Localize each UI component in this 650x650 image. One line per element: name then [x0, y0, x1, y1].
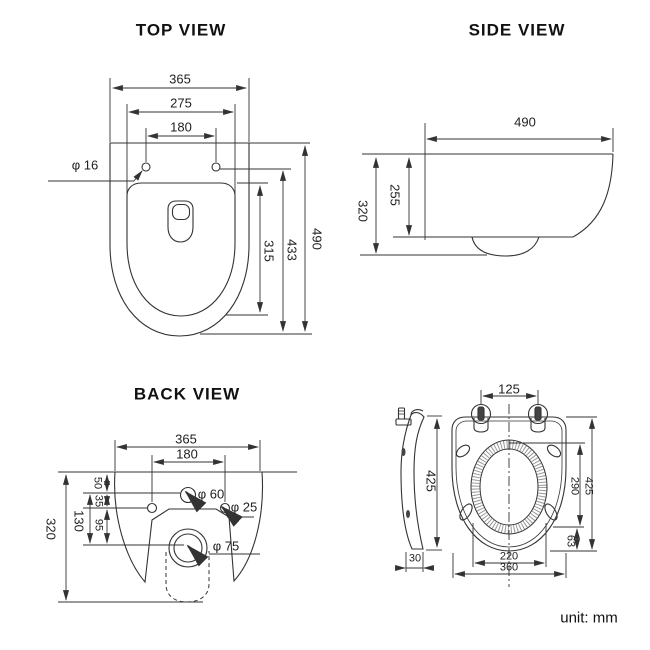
dim-top-315: 315: [261, 240, 277, 262]
dim-seat-30: 30: [408, 552, 422, 565]
dim-top-433: 433: [284, 239, 300, 261]
dim-side-320: 320: [355, 200, 371, 222]
dim-seat-425: 425: [582, 476, 595, 496]
dim-back-phi25: φ 25: [230, 499, 258, 515]
dim-back-365: 365: [175, 431, 197, 447]
dim-seat-63: 63: [564, 534, 577, 548]
dim-seat-360: 360: [499, 561, 519, 574]
dim-back-50: 50: [91, 476, 104, 490]
dim-top-180: 180: [170, 119, 192, 135]
dim-back-35: 35: [92, 494, 105, 508]
dim-back-95: 95: [92, 518, 105, 532]
unit-label: unit: mm: [560, 609, 618, 627]
dim-seat-125: 125: [498, 381, 520, 397]
dim-seat-220: 220: [499, 550, 519, 563]
dim-side-490: 490: [514, 114, 536, 130]
dim-top-490: 490: [309, 228, 325, 250]
dim-top-365: 365: [169, 71, 191, 87]
side-view-dimensions: [360, 123, 614, 256]
dim-seat-425-side: 425: [423, 470, 439, 492]
dim-side-255: 255: [387, 184, 403, 206]
top-view-outline: [109, 142, 250, 337]
dim-back-phi75: φ 75: [212, 538, 240, 554]
back-view-dimensions: [58, 440, 297, 603]
dim-back-320: 320: [43, 518, 59, 540]
side-view-title: SIDE VIEW: [468, 20, 566, 40]
back-view-title: BACK VIEW: [133, 384, 241, 404]
dim-back-130: 130: [71, 510, 87, 532]
seat-dimensions: [395, 390, 597, 587]
side-view-outline: [362, 153, 614, 257]
dim-back-phi60: φ 60: [197, 486, 225, 502]
top-view-title: TOP VIEW: [135, 20, 227, 40]
seat-side-profile: [395, 407, 425, 550]
dim-top-275: 275: [170, 95, 192, 111]
top-view-dimensions: [48, 78, 312, 335]
dim-seat-290: 290: [568, 476, 581, 496]
back-view-outline: [114, 471, 264, 603]
dim-top-phi16: φ 16: [71, 157, 99, 173]
dim-back-180: 180: [176, 446, 198, 462]
